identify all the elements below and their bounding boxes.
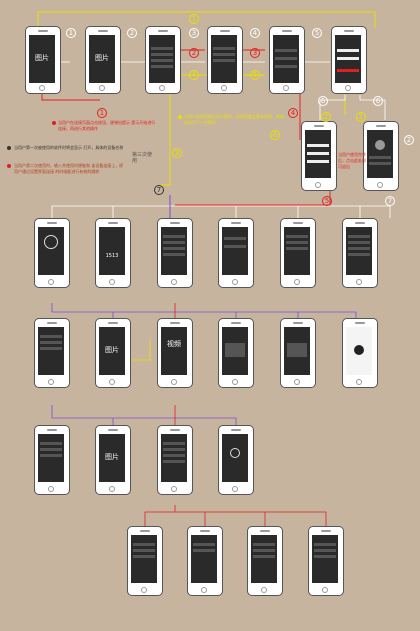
step-badge: 3 [250, 48, 260, 58]
step-badge: 3 [172, 148, 182, 158]
red-bullet [7, 164, 11, 168]
step-badge: 2 [404, 135, 414, 145]
red-note-left: 当用户第二次使用时，输入并使用时便能和 该设备连接上，即用户通过设置界面连接 的… [14, 163, 124, 174]
dialog-phone-1[interactable] [218, 318, 254, 388]
splash-phone[interactable]: 图片 [25, 26, 61, 94]
dark-bullet [7, 146, 11, 150]
step-badge: 7 [385, 196, 395, 206]
detail-phone-2[interactable] [34, 425, 70, 495]
picture-phone[interactable]: 图片 [95, 318, 131, 388]
player-phone[interactable] [342, 318, 378, 388]
list-phone-2[interactable] [218, 218, 254, 288]
right-note: 当用户使用完毕后，点击此处即可退出 [338, 152, 366, 169]
red-note-top: 当用户在连接页面点击按钮，便弹出提示 提示开始进行连接，再进行其他操作 [58, 120, 156, 131]
picture-phone-2[interactable]: 图片 [95, 425, 131, 495]
step-badge: 2 [127, 28, 137, 38]
gauge-phone-2[interactable]: 1513 [95, 218, 131, 288]
settings-phone-1[interactable] [157, 425, 193, 495]
step-badge: 1 [189, 14, 199, 24]
picture-label: 图片 [35, 54, 49, 62]
dialog-phone-2[interactable] [280, 318, 316, 388]
step-badge: 4 [250, 28, 260, 38]
step-badge: 4 [288, 108, 298, 118]
step-badge: 5 [312, 28, 322, 38]
list-phone-1[interactable] [157, 218, 193, 288]
picture-label: 图片 [105, 346, 119, 354]
video-phone[interactable]: 视频 [157, 318, 193, 388]
profile-phone[interactable] [363, 121, 399, 191]
connect-phone[interactable] [331, 26, 367, 94]
picture-label: 图片 [105, 453, 119, 461]
step-badge: 6 [318, 96, 328, 106]
step-badge: 5 [250, 70, 260, 80]
step-badge: 2 [189, 48, 199, 58]
final-phone-1[interactable] [127, 526, 163, 596]
step-badge: 1 [66, 28, 76, 38]
menu-phone-3[interactable] [269, 26, 305, 94]
yellow-note-top: 当用户连接设备后进行操作，连接设备会更有效果，有效的进行下一步操作 [184, 114, 284, 125]
intro-phone[interactable]: 图片 [85, 26, 121, 94]
yellow-bullet [178, 115, 182, 119]
step-badge: 6 [270, 130, 280, 140]
control-phone[interactable] [218, 425, 254, 495]
step-badge: 5 [322, 196, 332, 206]
video-label: 视频 [167, 340, 181, 348]
detail-phone-1[interactable] [34, 318, 70, 388]
menu-phone-2[interactable] [207, 26, 243, 94]
final-phone-4[interactable] [308, 526, 344, 596]
gauge-phone-1[interactable] [34, 218, 70, 288]
list-phone-4[interactable] [342, 218, 378, 288]
list-phone-3[interactable] [280, 218, 316, 288]
step-badge: 1 [97, 108, 107, 118]
step-badge: 2 [356, 112, 366, 122]
step-badge: 3 [189, 28, 199, 38]
step-badge: 2 [321, 112, 331, 122]
picture-label: 图片 [95, 54, 109, 62]
final-phone-3[interactable] [247, 526, 283, 596]
step-badge: 6 [373, 96, 383, 106]
dark-note-left: 当用户第一次被使用的软件时将会显示 打开，具体的设备名称 [14, 145, 124, 150]
final-phone-2[interactable] [187, 526, 223, 596]
step-badge: 4 [189, 70, 199, 80]
gauge-value: 1513 [105, 253, 119, 259]
menu-phone-1[interactable] [145, 26, 181, 94]
red-bullet [52, 121, 56, 125]
step-badge: 7 [154, 185, 164, 195]
third-use-note: 第三次使用 [132, 152, 153, 164]
login-phone[interactable] [301, 121, 337, 191]
